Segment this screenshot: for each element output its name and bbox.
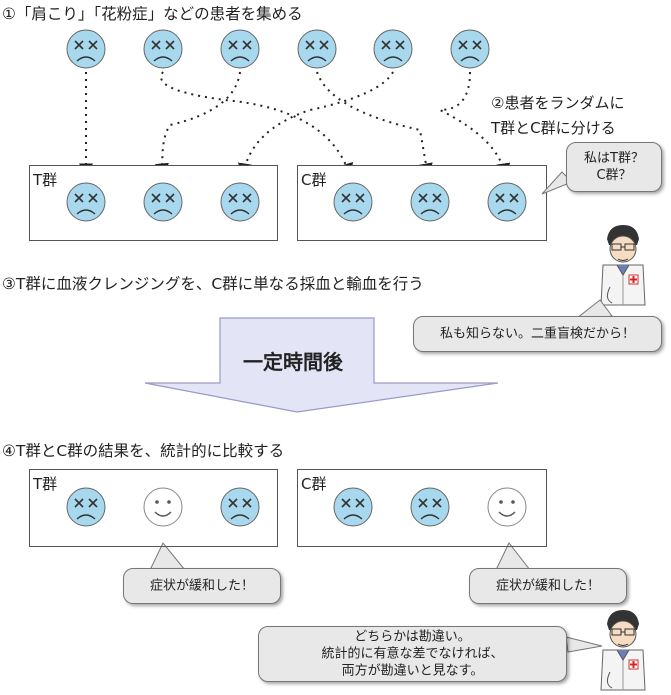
result-bubble-right: 症状が緩和した！ — [469, 568, 627, 604]
bubble-text: 私も知らない。二重盲検だから！ — [439, 326, 635, 342]
down-arrow-icon — [144, 317, 499, 413]
doctor-bubble-bottom: どちらかは勘違い。 統計的に有意な差でなければ、 両方が勘違いと見なす。 — [258, 626, 567, 682]
sad-face-icon — [66, 182, 106, 222]
doctor-icon — [600, 224, 646, 306]
group-label: C群 — [301, 171, 327, 189]
step1-heading: ①「肩こり」「花粉症」などの患者を集める — [2, 5, 303, 23]
group-label: T群 — [33, 171, 58, 189]
sad-face-icon — [487, 182, 527, 222]
bubble-line: どちらかは勘違い。 — [354, 629, 471, 645]
group-label: C群 — [301, 475, 327, 493]
result-bubble-left: 症状が緩和した！ — [123, 568, 281, 604]
t-group-box-result: T群 — [29, 469, 278, 547]
step2-heading-line1: ②患者をランダムに — [491, 94, 625, 112]
doctor-bubble-top: 私も知らない。二重盲検だから！ — [413, 316, 662, 352]
bubble-text: 症状が緩和した！ — [149, 578, 254, 594]
step2-heading-line2: T群とC群に分ける — [491, 119, 616, 137]
arrow-label: 一定時間後 — [243, 350, 343, 374]
bubble-line: C群？ — [596, 168, 632, 183]
sad-face-icon — [410, 182, 450, 222]
patient-question-bubble: 私はT群？ C群？ — [566, 142, 662, 192]
sad-face-icon — [333, 182, 373, 222]
bubble-line: 統計的に有意な差でなければ、 — [321, 646, 504, 662]
assign-arrow — [439, 71, 511, 178]
step3-heading: ③T群に血液クレンジングを、C群に単なる採血と輸血を行う — [2, 275, 424, 293]
sad-face-icon — [220, 182, 260, 222]
bubble-line: 両方が勘違いと見なす。 — [341, 663, 484, 679]
doctor-icon — [600, 609, 646, 691]
sad-face-icon — [143, 182, 183, 222]
bubble-line: 私はT群？ — [584, 151, 644, 166]
c-group-box-result: C群 — [297, 469, 547, 547]
step4-heading: ④T群とC群の結果を、統計的に比較する — [2, 442, 285, 460]
bubble-text: 症状が緩和した！ — [495, 578, 600, 594]
group-label: T群 — [33, 475, 58, 493]
